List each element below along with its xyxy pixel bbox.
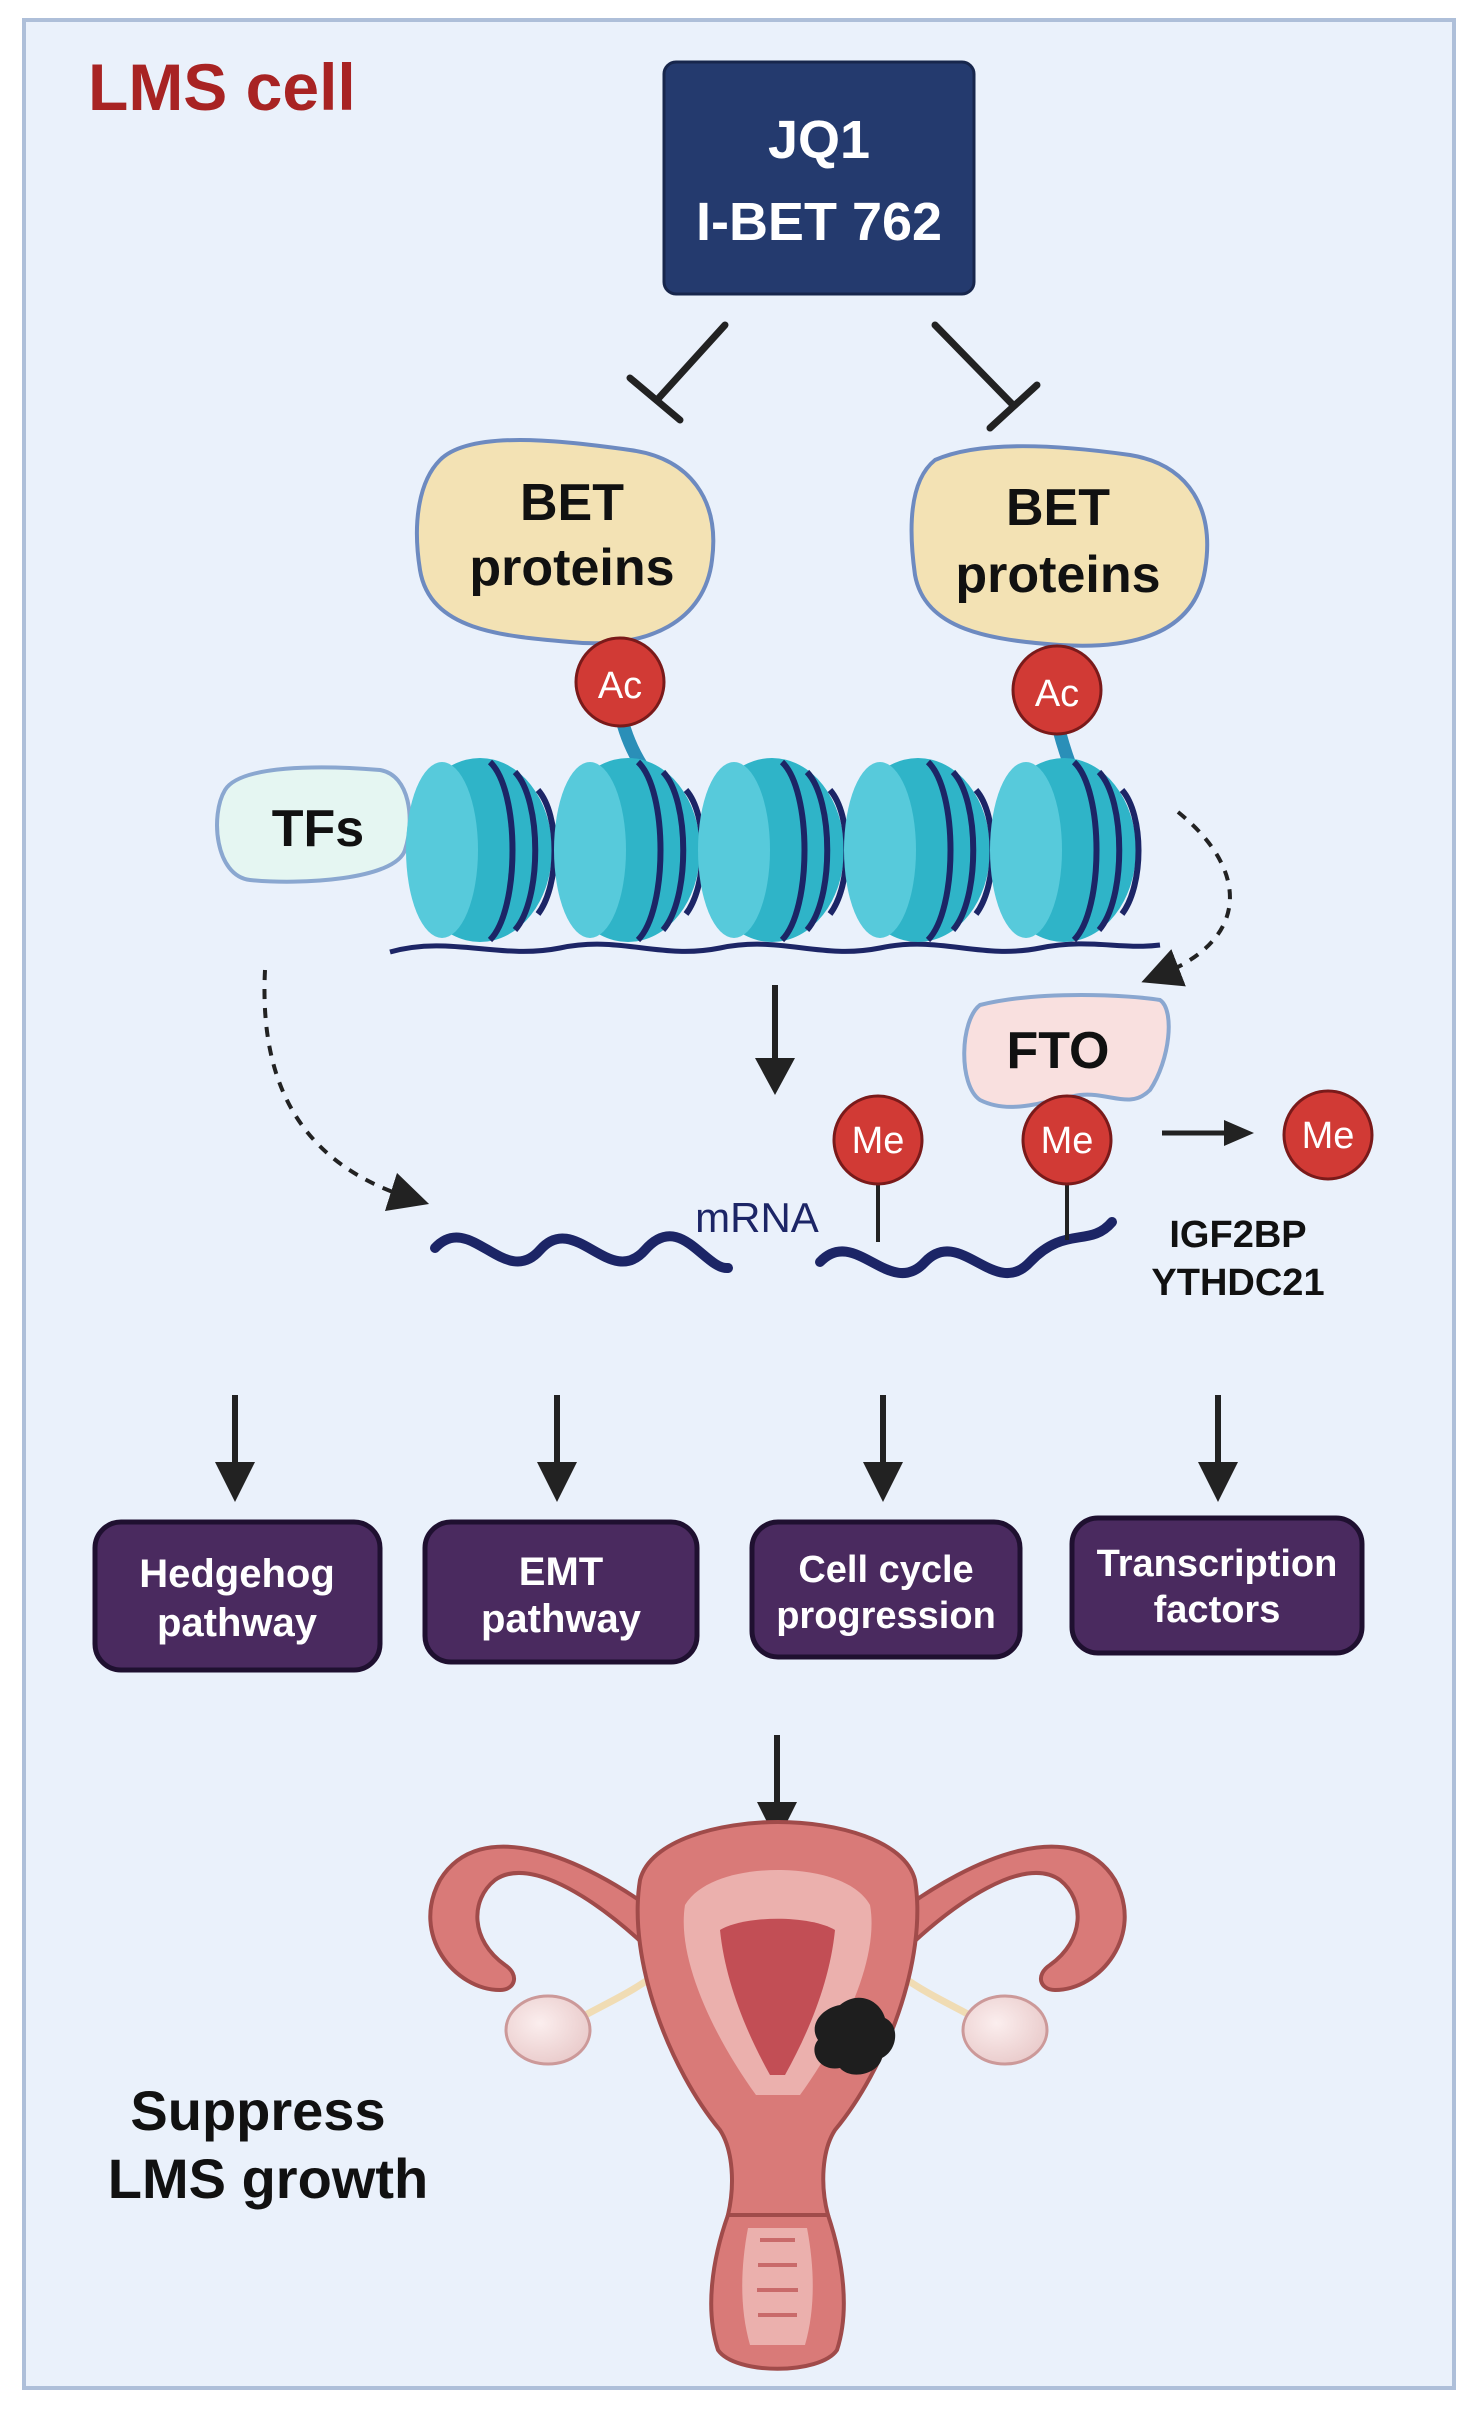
me-label-2: Me	[1041, 1120, 1094, 1162]
outcome-hedgehog: Hedgehog pathway	[92, 1519, 383, 1673]
ovary-left	[504, 1994, 592, 2066]
outcome-cell-cycle-line1: Cell cycle	[798, 1549, 973, 1591]
fto-shape: FTO	[962, 993, 1171, 1109]
tfs-label: TFs	[272, 800, 364, 858]
result-line1: Suppress	[130, 2079, 385, 2142]
drug-ibet762: I-BET 762	[696, 192, 942, 252]
dashed-arrow-to-mrna	[262, 969, 430, 1212]
bet-protein-right: BET proteins	[909, 444, 1210, 648]
reader-igf2bp: IGF2BP	[1169, 1214, 1306, 1256]
me-label-1: Me	[852, 1120, 905, 1162]
ac-label-left: Ac	[598, 665, 642, 707]
outcome-emt-line1: EMT	[519, 1550, 603, 1594]
outcome-transcription-factors: Transcription factors	[1069, 1515, 1365, 1656]
outcome-cell-cycle: Cell cycle progression	[749, 1519, 1023, 1660]
bet-left-line1: BET	[520, 474, 624, 532]
outcome-transcription-line2: factors	[1154, 1589, 1281, 1631]
bet-protein-left: BET proteins	[414, 438, 716, 646]
me-label-3: Me	[1302, 1115, 1355, 1157]
bet-right-line1: BET	[1006, 479, 1110, 537]
reader-ythdc21: YTHDC21	[1151, 1262, 1324, 1304]
mrna-strand-left	[430, 1231, 733, 1273]
panel-title: LMS cell	[88, 50, 356, 124]
arrow-to-transcription-factors	[1198, 1395, 1238, 1502]
arrow-to-cell-cycle	[863, 1395, 903, 1502]
outcome-hedgehog-line2: pathway	[157, 1601, 318, 1645]
dashed-arrow-to-fto	[1141, 810, 1232, 987]
outcome-emt: EMT pathway	[422, 1519, 700, 1665]
result-line2: LMS growth	[108, 2147, 428, 2210]
nucleosome	[844, 758, 996, 943]
mrna-label: mRNA	[695, 1194, 819, 1241]
transcription-factors-shape: TFs	[215, 765, 412, 884]
nucleosome	[554, 758, 706, 943]
inhibition-line-right	[931, 321, 1041, 432]
outcome-transcription-line1: Transcription	[1097, 1543, 1338, 1585]
bet-left-line2: proteins	[469, 539, 674, 597]
methyl-mark-released: Me	[1282, 1089, 1374, 1181]
arrow-demethylation	[1162, 1120, 1254, 1146]
ovary-right	[961, 1994, 1049, 2066]
nucleosome	[406, 758, 558, 943]
arrow-transcription	[755, 985, 795, 1095]
fto-label: FTO	[1006, 1022, 1109, 1080]
methyl-mark-2: Me	[1021, 1094, 1113, 1240]
dna-strand	[389, 941, 1161, 955]
drug-jq1: JQ1	[768, 110, 870, 170]
acetyl-mark-left: Ac	[574, 636, 666, 782]
nucleosome	[698, 758, 850, 943]
drug-box: JQ1 I-BET 762	[662, 60, 976, 296]
arrow-to-hedgehog	[215, 1395, 255, 1502]
arrow-to-emt	[537, 1395, 577, 1502]
outcome-emt-line2: pathway	[481, 1597, 642, 1641]
nucleosome	[990, 758, 1142, 943]
outcome-hedgehog-line1: Hedgehog	[139, 1552, 335, 1596]
outcome-cell-cycle-line2: progression	[776, 1595, 996, 1637]
inhibition-line-left	[626, 321, 729, 424]
bet-right-line2: proteins	[955, 546, 1160, 604]
ac-label-right: Ac	[1035, 673, 1079, 715]
tumor-mass	[814, 1997, 896, 2075]
methyl-mark-1: Me	[832, 1094, 924, 1242]
